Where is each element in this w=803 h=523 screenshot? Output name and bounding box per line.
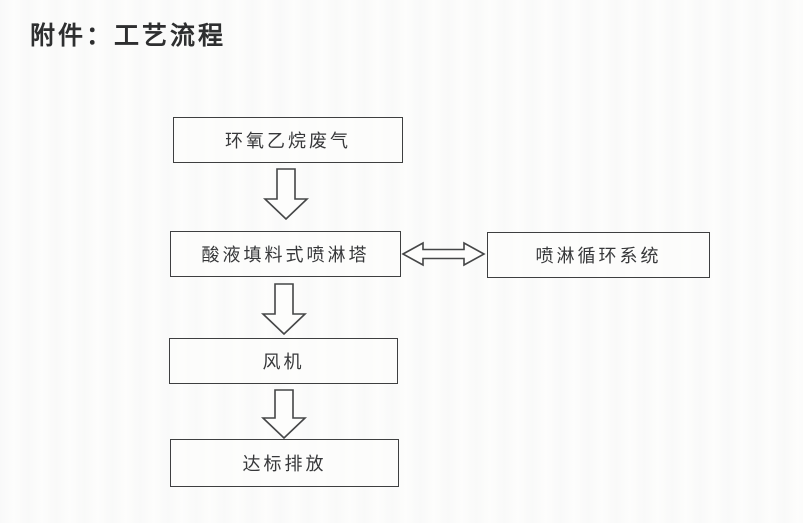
down-arrow-icon <box>263 168 309 220</box>
flow-node-fan-label: 风机 <box>262 352 305 372</box>
down-arrow-icon <box>261 389 307 439</box>
flow-node-spray-tower: 酸液填料式喷淋塔 <box>170 231 401 277</box>
flow-node-waste-gas: 环氧乙烷废气 <box>173 117 403 163</box>
down-arrow-icon <box>261 283 307 335</box>
flow-node-discharge-label: 达标排放 <box>242 454 327 474</box>
flow-node-circulation: 喷淋循环系统 <box>487 232 710 278</box>
flow-node-waste-gas-label: 环氧乙烷废气 <box>225 131 351 151</box>
page-title: 附件：工艺流程 <box>30 23 227 50</box>
flow-node-fan: 风机 <box>169 338 398 384</box>
flow-node-circulation-label: 喷淋循环系统 <box>535 246 662 266</box>
double-headed-arrow-icon <box>401 239 486 269</box>
flow-node-spray-tower-label: 酸液填料式喷淋塔 <box>201 245 370 265</box>
flow-node-discharge: 达标排放 <box>170 439 399 487</box>
